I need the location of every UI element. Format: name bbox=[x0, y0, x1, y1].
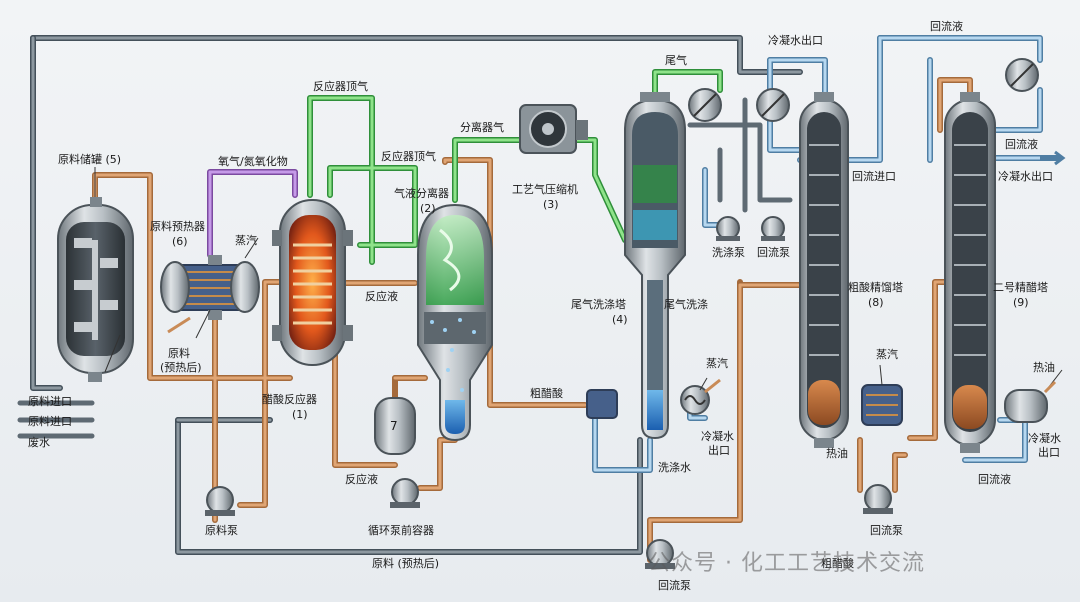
label-column-2-num: (9) bbox=[1013, 296, 1029, 309]
label-wash-water: 洗涤水 bbox=[658, 461, 691, 474]
process-gas-compressor bbox=[519, 104, 588, 154]
reactor bbox=[272, 199, 353, 366]
label-cw-out-3b: 出口 bbox=[708, 444, 730, 457]
reflux-pump-c bbox=[645, 539, 675, 569]
label-reactor-top-gas-1: 反应器顶气 bbox=[313, 80, 368, 93]
label-reactor-top-gas-2: 反应器顶气 bbox=[381, 150, 436, 163]
label-gas-liquid-separator: 气液分离器 bbox=[394, 187, 449, 200]
circulation-pump bbox=[390, 478, 420, 508]
label-wash-pump: 洗涤泵 bbox=[712, 246, 745, 259]
label-compressor: 工艺气压缩机 bbox=[512, 183, 578, 196]
label-feed-pump: 原料泵 bbox=[205, 524, 238, 537]
label-reflux-in: 回流进口 bbox=[852, 170, 896, 183]
label-acid-column-num: (8) bbox=[868, 296, 884, 309]
label-reflux-liquid-1: 回流液 bbox=[930, 20, 963, 33]
outflow-arrows bbox=[1040, 150, 1066, 166]
tail-gas-scrubber bbox=[624, 92, 686, 440]
reflux-pump-a bbox=[761, 216, 785, 241]
label-crude-acid-1: 粗醋酸 bbox=[530, 387, 563, 400]
label-oxygen: 氧气/氮氧化物 bbox=[218, 155, 288, 168]
acid-rectification-column bbox=[799, 92, 849, 448]
label-feed-in-1: 原料进口 bbox=[28, 395, 72, 408]
crude-acid-exchanger bbox=[586, 389, 618, 419]
label-hot-oil-2: 热油 bbox=[1033, 361, 1055, 374]
gas-liquid-separator bbox=[417, 203, 493, 442]
label-feed-tank: 原料储罐 (5) bbox=[58, 153, 122, 166]
label-crude-acid-2: 粗醋酸 bbox=[821, 557, 854, 570]
label-hot-oil-1: 热油 bbox=[826, 447, 848, 460]
label-cw-out-4b: 出口 bbox=[1038, 446, 1060, 459]
label-feed-preheater: 原料预热器 bbox=[150, 220, 205, 233]
label-cw-out-1: 冷凝水出口 bbox=[768, 34, 823, 47]
vessel-7 bbox=[374, 397, 416, 455]
feed-tank bbox=[57, 197, 134, 382]
utility-arrows bbox=[167, 316, 1057, 394]
label-scrubber: 尾气洗涤塔 bbox=[571, 298, 626, 311]
label-reflux-liquid-3: 回流液 bbox=[978, 473, 1011, 486]
label-steam-2: 蒸汽 bbox=[706, 357, 728, 370]
label-feed-in-2: 原料进口 bbox=[28, 415, 72, 428]
label-waste-water: 废水 bbox=[28, 436, 50, 449]
label-separator-gas: 分离器气 bbox=[460, 121, 504, 134]
label-tail-wash: 尾气洗涤 bbox=[664, 298, 708, 311]
label-cw-out-4a: 冷凝水 bbox=[1028, 432, 1061, 445]
feed-pump bbox=[205, 486, 235, 516]
label-feed-preheated-2: (预热后) bbox=[160, 361, 202, 374]
label-vessel-7: 7 bbox=[390, 419, 398, 433]
watermark: 公众号 · 化工工艺技术交流 bbox=[648, 551, 925, 576]
label-cw-out-2: 冷凝水出口 bbox=[998, 170, 1053, 183]
label-reaction-liquid-2: 反应液 bbox=[345, 473, 378, 486]
label-feed-preheated-bottom: 原料 (预热后) bbox=[372, 557, 440, 570]
label-cw-out-3a: 冷凝水 bbox=[701, 430, 734, 443]
label-reflux-pump-1: 回流泵 bbox=[757, 246, 790, 259]
label-steam-1: 蒸汽 bbox=[235, 234, 257, 247]
label-reactor: 醋酸反应器 bbox=[262, 393, 317, 406]
label-tail-gas: 尾气 bbox=[665, 54, 687, 67]
label-acid-column: 粗酸精馏塔 bbox=[848, 281, 903, 294]
label-reflux-liquid-2: 回流液 bbox=[1005, 138, 1038, 151]
label-compressor-num: (3) bbox=[543, 198, 559, 211]
pumps bbox=[205, 216, 893, 569]
label-leaders bbox=[94, 167, 1063, 393]
label-feed-preheated-1: 原料 bbox=[168, 347, 190, 360]
label-column-2: 二号精醋塔 bbox=[993, 281, 1048, 294]
label-feed-preheater-num: (6) bbox=[172, 235, 188, 248]
label-reaction-liquid-1: 反应液 bbox=[365, 290, 398, 303]
wash-pump bbox=[716, 216, 740, 241]
label-gas-liquid-separator-num: (2) bbox=[420, 202, 436, 215]
label-scrubber-num: (4) bbox=[612, 313, 628, 326]
label-circulation-vessel: 循环泵前容器 bbox=[368, 524, 434, 537]
label-reflux-pump-2: 回流泵 bbox=[870, 524, 903, 537]
label-steam-3: 蒸汽 bbox=[876, 348, 898, 361]
reboiler-9 bbox=[1004, 389, 1048, 423]
condensers bbox=[586, 58, 1048, 426]
label-reflux-pump-3: 回流泵 bbox=[658, 579, 691, 592]
reflux-pump-b bbox=[863, 484, 893, 514]
label-reactor-num: (1) bbox=[292, 408, 308, 421]
no2-refining-column bbox=[944, 92, 996, 453]
